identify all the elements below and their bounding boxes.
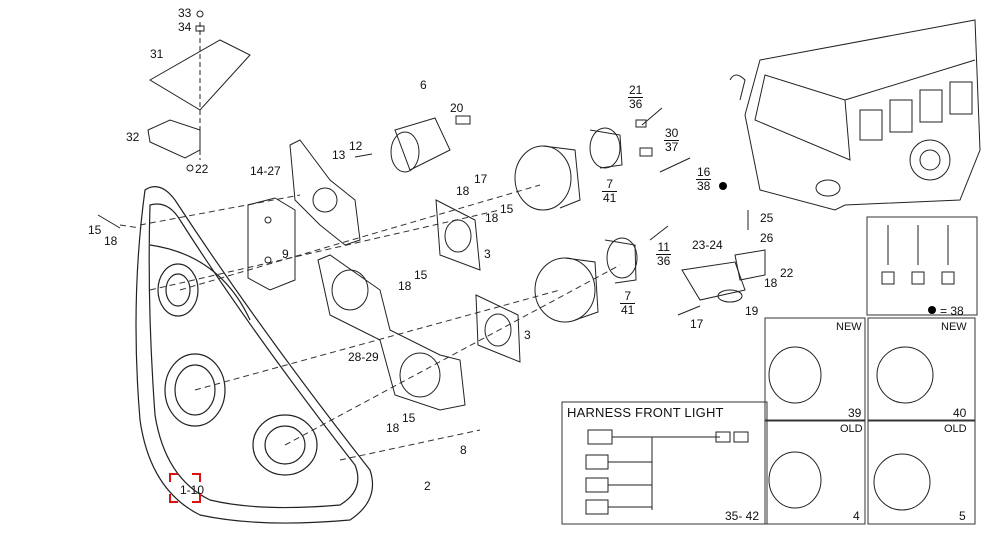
panel-parts xyxy=(768,225,955,511)
part-label: 12 xyxy=(349,139,363,153)
part-label: 22 xyxy=(780,266,794,280)
part-label: 20 xyxy=(450,101,464,115)
bullet-marker xyxy=(928,306,936,314)
gasket-3a xyxy=(435,199,481,271)
harness-title: HARNESS FRONT LIGHT xyxy=(567,405,724,420)
part-label: 33 xyxy=(178,6,192,20)
bulbs-and-bolts xyxy=(97,107,766,316)
part-label: 26 xyxy=(760,231,774,245)
part-label: 23-24 xyxy=(692,238,723,252)
part-label: 25 xyxy=(760,211,774,225)
bracket-9 xyxy=(247,197,296,291)
panel-frames xyxy=(561,216,978,525)
part-label: 32 xyxy=(126,130,140,144)
new-tag: NEW xyxy=(836,321,862,333)
part-label: 4 xyxy=(853,509,860,523)
part-label: 3 xyxy=(484,247,491,261)
part-label: 18 xyxy=(104,234,118,248)
part-label: 15 xyxy=(500,202,514,216)
part-label: 40 xyxy=(953,406,967,420)
new-tag: NEW xyxy=(941,321,967,333)
bus-illustration xyxy=(729,19,981,211)
part-label: 13 xyxy=(332,148,346,162)
part-label: 15 xyxy=(88,223,102,237)
part-label: 39 xyxy=(848,406,862,420)
old-tag: OLD xyxy=(840,423,863,435)
part-label: 19 xyxy=(745,304,759,318)
part-label: 22 xyxy=(195,162,209,176)
part-label: 34 xyxy=(178,20,192,34)
harness-wiring xyxy=(585,429,749,515)
bracket-14-27 xyxy=(289,139,361,246)
part-label: 14-27 xyxy=(250,164,281,178)
bullet-marker xyxy=(719,182,727,190)
part-label: 2 xyxy=(424,479,431,493)
legend-equals: = 38 xyxy=(940,304,964,318)
part-label: 18 xyxy=(386,421,400,435)
fog-lamp-upper xyxy=(514,127,623,211)
part-label: 1-10 xyxy=(180,483,205,497)
part-label: 18 xyxy=(764,276,778,290)
headlamp-housing xyxy=(135,186,374,524)
part-label: 3 xyxy=(524,328,531,342)
bracket-32 xyxy=(147,119,201,172)
projection-lines xyxy=(119,184,621,461)
part-label: 8 xyxy=(460,443,467,457)
part-label: 15 xyxy=(402,411,416,425)
part-label: 35- 42 xyxy=(725,509,760,523)
part-label: 9 xyxy=(282,247,289,261)
old-tag: OLD xyxy=(944,423,967,435)
lamp-6 xyxy=(390,115,471,173)
part-label: 6 xyxy=(420,78,427,92)
part-label: 18 xyxy=(456,184,470,198)
fog-lamp-lower xyxy=(534,237,638,323)
part-label: 18 xyxy=(398,279,412,293)
part-label: 28-29 xyxy=(348,350,379,364)
part-label: 18 xyxy=(485,211,499,225)
part-label: 15 xyxy=(414,268,428,282)
part-label: 17 xyxy=(690,317,704,331)
part-label: 5 xyxy=(959,509,966,523)
part-label: 17 xyxy=(474,172,488,186)
part-label: 31 xyxy=(150,47,164,61)
frame-28-29 xyxy=(317,254,466,411)
highlight-bracket xyxy=(169,473,201,503)
gasket-3b xyxy=(475,294,521,363)
